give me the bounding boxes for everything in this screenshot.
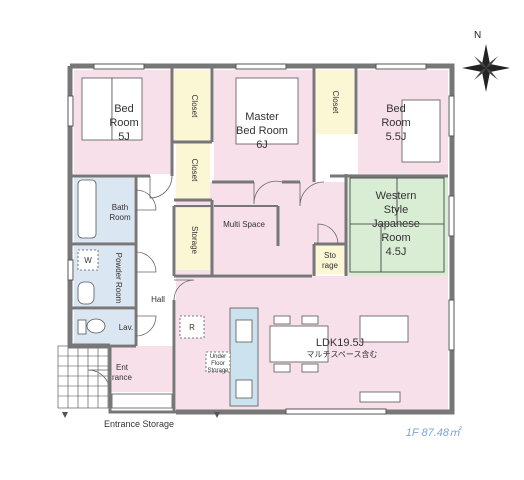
bed-left-2 (111, 77, 143, 141)
under-floor-l3: Storage (207, 368, 229, 374)
hall-label: Hall (151, 295, 165, 304)
entrance-floor (110, 346, 174, 392)
entrance-l1: Ent (116, 363, 129, 372)
ldk-l2: マルチスペース含む (306, 349, 377, 359)
storage-floor (176, 208, 210, 270)
fixtures (77, 77, 441, 409)
powder-sink (77, 281, 95, 305)
japanese-l3: Japanese (372, 218, 420, 230)
door-master[interactable] (253, 180, 283, 205)
bed-room-left-l2: Room (109, 117, 138, 129)
toilet (86, 318, 106, 334)
entry-marker-2 (62, 412, 68, 418)
floor-area-label: 1F 87.48㎡ (405, 427, 460, 439)
closet-3-floor (316, 70, 354, 134)
door-swings (87, 175, 339, 393)
door-bath[interactable] (135, 189, 157, 211)
master-l2: Bed Room (236, 125, 288, 137)
windows (67, 63, 455, 415)
door-bed-right[interactable] (299, 181, 325, 207)
window-right-3 (448, 299, 455, 351)
window-right-1 (448, 95, 455, 137)
under-floor-box (205, 351, 231, 373)
japanese-l1: Western (376, 190, 417, 202)
compass-north-needle (482, 44, 490, 68)
bed-right (401, 99, 441, 163)
tatami-mats (349, 177, 445, 273)
master-bed (235, 77, 299, 145)
under-floor-l1: Under (210, 354, 226, 360)
chair-3 (273, 363, 291, 373)
window-bed-left (93, 63, 145, 70)
sofa (359, 315, 409, 343)
master-l3: 6J (256, 139, 268, 151)
sto-rage-floor (316, 244, 344, 274)
kitchen-sink (235, 319, 253, 343)
washer-box (77, 249, 99, 271)
refrigerator-box (179, 315, 205, 339)
lav-label: Lav. (119, 323, 134, 332)
bed-room-left-l1: Bed (114, 103, 134, 115)
bed-room-right-l3: 5.5J (386, 131, 407, 143)
chair-1 (273, 315, 291, 325)
closet-2-label: Closet (190, 159, 199, 182)
bed-left (81, 77, 113, 141)
door-sto-rage[interactable] (317, 223, 339, 245)
window-bottom (285, 408, 387, 415)
under-floor-l2: Floor (211, 361, 225, 367)
master-l1: Master (245, 111, 279, 123)
powder-room-label: Powder Room (114, 253, 123, 304)
tv-stand (359, 391, 401, 403)
closet-1-label: Closet (190, 95, 199, 118)
entrance-storage-label: Entrance Storage (104, 419, 175, 429)
toilet-tank (77, 319, 87, 335)
closet-2-floor (176, 142, 210, 200)
door-lavatory[interactable] (135, 315, 157, 337)
window-left-2 (67, 259, 74, 281)
bath-l2: Room (109, 213, 131, 222)
entrance-storage-cabinet (111, 393, 173, 409)
japanese-l2: Style (384, 204, 408, 216)
door-entrance[interactable] (87, 369, 111, 393)
multi-space-floor (214, 208, 272, 242)
window-bed-right (375, 63, 427, 70)
window-master (235, 63, 287, 70)
compass-north-label: N (474, 30, 481, 41)
door-powder[interactable] (135, 251, 157, 273)
entrance-l2: rance (112, 373, 133, 382)
entrance-tiles (57, 345, 109, 409)
door-ldk[interactable] (173, 279, 195, 301)
japanese-l5: 4.5J (386, 246, 407, 258)
entry-marker-1 (214, 412, 220, 418)
sto-rage-l2: rage (322, 261, 339, 270)
kitchen-stove (235, 379, 253, 399)
bathtub (77, 179, 97, 239)
multi-space-label: Multi Space (223, 220, 265, 229)
bed-room-left-l3: 5J (118, 131, 130, 143)
hall-floor (136, 204, 174, 344)
window-left-1 (67, 95, 74, 127)
closet-1-floor (174, 70, 210, 142)
chair-4 (301, 363, 319, 373)
bed-room-right-l1: Bed (386, 103, 406, 115)
refrigerator-label: R (189, 323, 195, 332)
compass-rose: N (462, 30, 510, 92)
ldk-l1: LDK19.5J (316, 337, 364, 349)
labels: Bed Room 5J Closet Closet Closet Storage… (84, 91, 420, 382)
bed-room-right-l2: Room (381, 117, 410, 129)
bath-l1: Bath (112, 203, 128, 212)
window-right-2 (448, 195, 455, 237)
washer-label: W (84, 256, 92, 265)
sto-rage-l1: Sto (324, 251, 337, 260)
entry-markers (62, 412, 220, 418)
chair-2 (301, 315, 319, 325)
dining-table (269, 325, 329, 363)
japanese-l4: Room (381, 232, 410, 244)
closet-3-label: Closet (331, 91, 340, 114)
door-bed-left[interactable] (149, 175, 173, 199)
storage-label: Storage (190, 226, 199, 255)
